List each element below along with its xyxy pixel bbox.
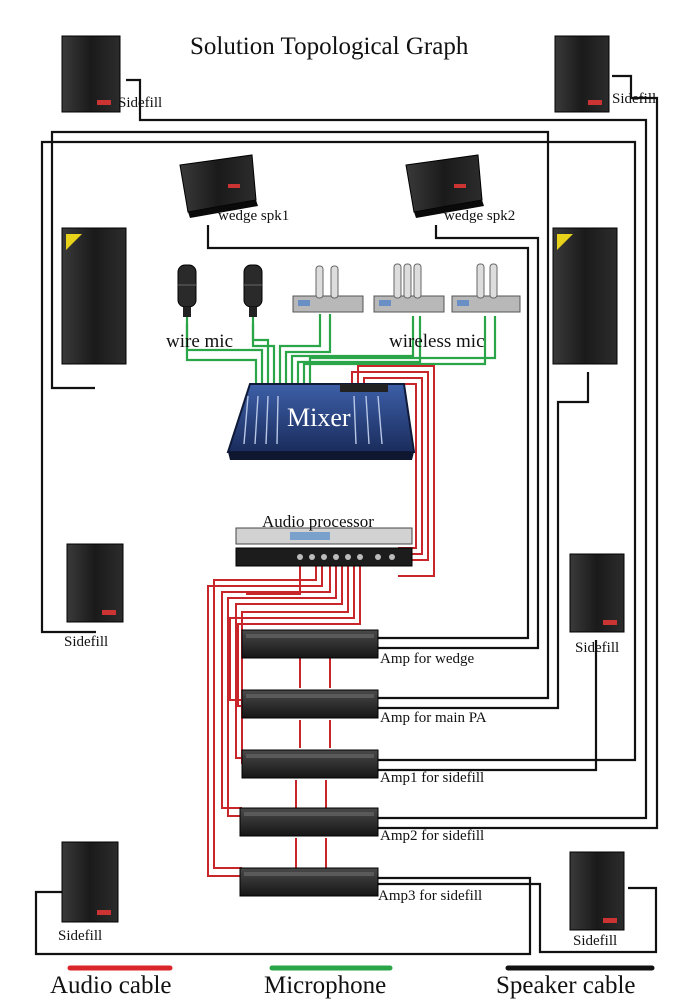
wireless-receiver-2	[373, 263, 445, 313]
speaker-main-pa-right	[552, 227, 618, 365]
speaker-sidefill-bottom-left	[61, 841, 119, 923]
label-mixer: Mixer	[287, 403, 351, 432]
amp3-sidefill	[239, 867, 379, 897]
label-wireless-mic: wireless mic	[389, 331, 485, 352]
label-amp2-sidefill: Amp2 for sidefill	[380, 828, 485, 844]
wired-mic-1	[177, 264, 197, 317]
wireless-receiver-1	[292, 265, 364, 313]
speaker-sidefill-mid-left	[66, 543, 124, 623]
label-audio-processor: Audio processor	[262, 512, 374, 531]
amp2-sidefill	[239, 807, 379, 837]
wireless-receiver-3	[451, 263, 521, 313]
legend-speaker-label: Speaker cable	[496, 972, 636, 999]
label-sidefill-bottom-right: Sidefill	[573, 933, 618, 949]
amp-wedge	[241, 629, 379, 659]
speaker-cables	[34, 74, 659, 956]
speaker-main-pa-left	[61, 227, 127, 365]
mic-cables	[185, 314, 497, 384]
amp-main-pa	[241, 689, 379, 719]
diagram-title: Solution Topological Graph	[190, 33, 469, 60]
speaker-sidefill-bottom-right	[569, 851, 625, 931]
label-sidefill-top-left: Sidefill	[118, 95, 163, 111]
label-wire-mic: wire mic	[166, 331, 234, 352]
speaker-sidefill-top-left	[61, 35, 121, 113]
label-sidefill-top-right: Sidefill	[612, 91, 657, 107]
label-amp3-sidefill: Amp3 for sidefill	[378, 888, 483, 904]
speaker-sidefill-mid-right	[569, 553, 625, 633]
label-amp-wedge: Amp for wedge	[380, 651, 475, 667]
label-amp1-sidefill: Amp1 for sidefill	[380, 770, 485, 786]
legend-mic-label: Microphone	[264, 972, 387, 999]
speaker-wedge-2	[405, 154, 484, 218]
mixer	[226, 383, 416, 460]
label-amp-main-pa: Amp for main PA	[380, 710, 487, 726]
speaker-sidefill-top-right	[554, 35, 610, 113]
audio-cables	[207, 365, 435, 877]
label-wedge-1: wedge spk1	[218, 208, 290, 224]
label-sidefill-mid-right: Sidefill	[575, 640, 620, 656]
audio-processor	[235, 527, 413, 567]
legend-audio-label: Audio cable	[50, 972, 172, 999]
label-sidefill-bottom-left: Sidefill	[58, 928, 103, 944]
amp1-sidefill	[241, 749, 379, 779]
label-wedge-2: wedge spk2	[444, 208, 516, 224]
speaker-wedge-1	[179, 154, 258, 218]
label-sidefill-mid-left: Sidefill	[64, 634, 109, 650]
wired-mic-2	[243, 264, 263, 317]
